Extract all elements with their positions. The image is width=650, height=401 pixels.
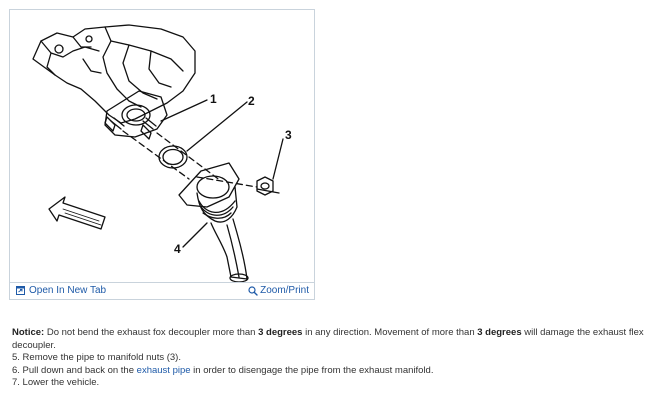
exhaust-pipe-link[interactable]: exhaust pipe [136,364,191,376]
notice-text-2: in any direction. Movement of more than [302,327,478,338]
open-new-tab-icon [16,286,25,295]
zoom-print-label: Zoom/Print [260,285,309,296]
step-item: 6. Pull down and back on the exhaust pip… [12,365,632,378]
notice-bold-1: 3 degrees [258,327,303,338]
exhaust-diagram-image: 1 2 3 4 [32,24,292,283]
notice-text-1: Do not bend the exhaust fox decoupler mo… [46,327,259,338]
step-6-prefix: 6. Pull down and back on the [12,364,137,376]
callout-2: 2 [248,94,255,108]
notice-label: Notice: [12,327,45,338]
step-item: 5. Remove the pipe to manifold nuts (3). [12,352,181,363]
zoom-print-link[interactable]: Zoom/Print [248,285,309,296]
figure-toolbar: Open In New Tab Zoom/Print [10,282,314,299]
callout-1: 1 [210,92,217,106]
step-item: 7. Lower the vehicle. [12,377,100,388]
steps-list: 5. Remove the pipe to manifold nuts (3).… [12,352,632,390]
notice-bold-2: 3 degrees [477,327,522,338]
step-6-suffix: in order to disengage the pipe from the … [190,364,434,376]
magnifier-icon [248,285,258,296]
open-in-new-tab-label: Open In New Tab [29,285,107,296]
open-in-new-tab-link[interactable]: Open In New Tab [16,285,106,296]
notice-paragraph: Notice: Do not bend the exhaust fox deco… [12,326,648,352]
notice-text-3: will damage the exhaust flex decoupler. [12,327,644,351]
callout-4: 4 [174,242,181,256]
figure-frame: 1 2 3 4 Open In New Tab Zoom/Print [9,9,315,300]
callout-3: 3 [285,128,292,142]
